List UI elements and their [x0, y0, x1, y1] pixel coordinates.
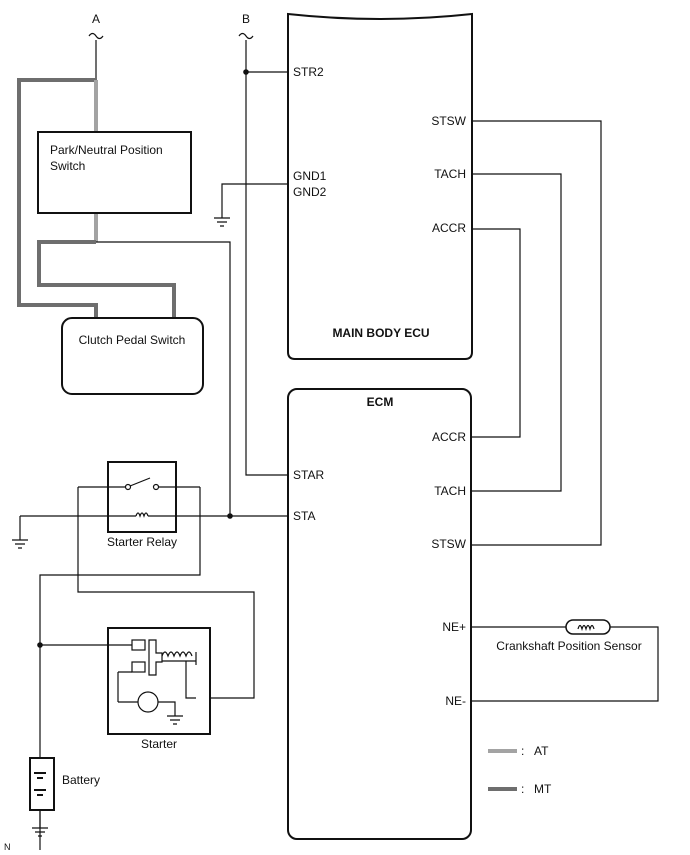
pnp-switch-box	[37, 131, 192, 214]
main-body-ecu: MAIN BODY ECU STR2 GND1 GND2 STSW TACH A…	[287, 12, 473, 360]
sensor-coil-icon	[565, 619, 611, 635]
wire-gnd	[221, 183, 288, 218]
connector-b: B	[238, 12, 254, 40]
clutch-switch-label: Clutch Pedal Switch	[79, 333, 186, 347]
wire-tach	[471, 173, 562, 492]
starter-label: Starter	[141, 737, 177, 751]
connector-a: A	[88, 12, 104, 40]
wire-relay-contact-to-starter	[77, 487, 255, 699]
junction-str2	[243, 69, 249, 75]
wire-mt-clutch-return	[37, 240, 176, 318]
starter-solenoid-icon	[131, 639, 197, 699]
battery-cell-icon	[34, 772, 46, 796]
legend-item-at: : AT	[488, 744, 549, 758]
pin-gnd1: GND1	[293, 169, 327, 183]
sensor-coil-winding	[577, 624, 595, 632]
pin-gnd2: GND2	[293, 185, 327, 199]
pin-ne-minus: NE-	[445, 694, 466, 708]
pin-tach-ecm: TACH	[434, 484, 466, 498]
crankshaft-sensor-label: Crankshaft Position Sensor	[496, 639, 641, 653]
wire-stsw	[471, 120, 602, 546]
battery-label: Battery	[62, 773, 100, 787]
battery: Battery	[29, 757, 100, 811]
junction-battery	[37, 642, 43, 648]
park-neutral-position-switch: Park/Neutral Position Switch	[37, 131, 192, 214]
ground-icon	[32, 827, 48, 837]
crankshaft-position-sensor: Crankshaft Position Sensor	[471, 619, 659, 702]
ground-icon	[214, 217, 230, 227]
ecm-label: ECM	[367, 395, 394, 409]
junction-sta	[227, 513, 233, 519]
pin-str2: STR2	[293, 65, 324, 79]
pnp-switch-label-line1: Park/Neutral Position	[50, 143, 163, 157]
legend-item-mt: : MT	[488, 782, 552, 796]
legend-marker-at: :	[521, 744, 524, 758]
ecm: ECM ACCR TACH STSW STAR STA NE+ NE-	[287, 388, 472, 840]
ground-icon	[12, 539, 28, 549]
pin-stsw-body: STSW	[431, 114, 466, 128]
pin-accr-body: ACCR	[432, 221, 466, 235]
pin-tach-body: TACH	[434, 167, 466, 181]
connector-a-break-icon	[88, 32, 104, 40]
clutch-pedal-switch: Clutch Pedal Switch	[61, 317, 204, 395]
pin-ne-plus: NE+	[442, 620, 466, 634]
connector-b-break-icon	[238, 32, 254, 40]
legend-label-at: AT	[534, 744, 549, 758]
legend-marker-mt: :	[521, 782, 524, 796]
starter: Starter	[107, 627, 211, 751]
legend-label-mt: MT	[534, 782, 552, 796]
starter-relay: Starter Relay	[78, 461, 200, 549]
clutch-switch-box	[61, 317, 204, 395]
pin-star: STAR	[293, 468, 324, 482]
main-body-ecu-label: MAIN BODY ECU	[332, 326, 429, 340]
ecm-box	[287, 388, 472, 840]
wire-relay-contact-to-battery	[39, 487, 201, 850]
battery-box	[29, 757, 55, 811]
pnp-switch-label-line2: Switch	[50, 159, 85, 173]
starter-relay-label: Starter Relay	[107, 535, 177, 549]
wire-ne	[471, 626, 659, 702]
main-body-ecu-box	[287, 12, 473, 360]
connector-b-label: B	[242, 12, 250, 26]
wire-mt-a-to-clutch	[17, 78, 98, 318]
pin-stsw-ecm: STSW	[431, 537, 466, 551]
corner-mark: N	[4, 842, 11, 852]
starter-motor-icon	[117, 671, 183, 725]
wire-pnp-to-sta	[96, 241, 231, 516]
starter-box	[107, 627, 211, 735]
starter-relay-box	[107, 461, 177, 533]
wire-b-to-star	[245, 40, 288, 476]
wire-accr	[471, 228, 521, 438]
relay-contact-icon	[78, 477, 200, 491]
pin-accr-ecm: ACCR	[432, 430, 466, 444]
connector-a-label: A	[92, 12, 100, 26]
relay-coil-icon	[135, 512, 149, 518]
pin-sta: STA	[293, 509, 315, 523]
legend: : AT : MT	[488, 744, 552, 796]
